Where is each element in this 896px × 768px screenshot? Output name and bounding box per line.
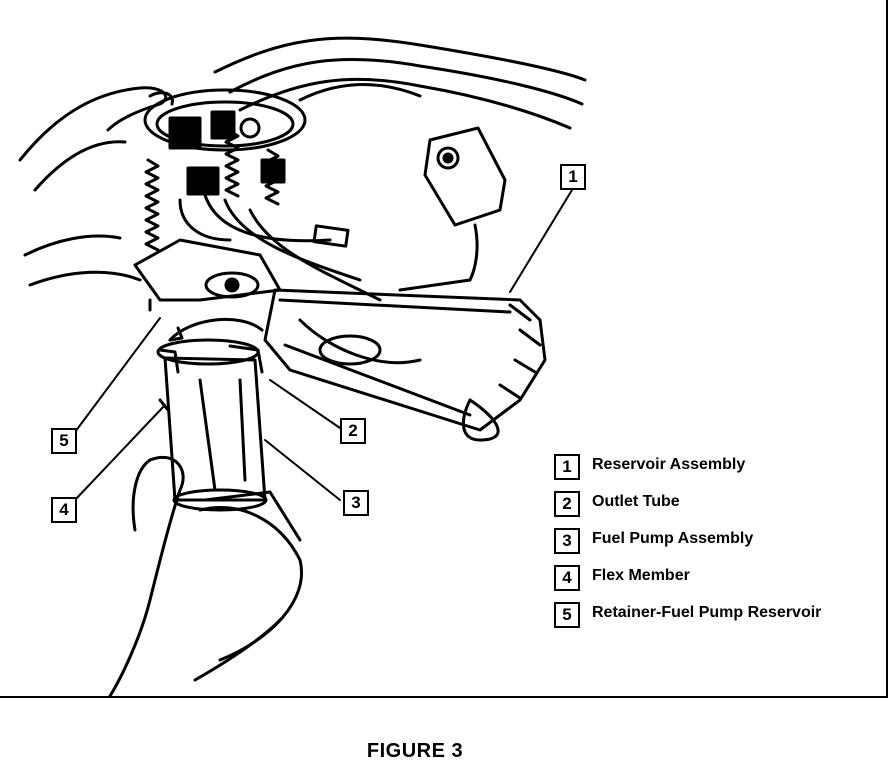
- fuel-lines: [213, 36, 587, 130]
- legend-label: Fuel Pump Assembly: [592, 530, 754, 547]
- figure-frame: [0, 0, 888, 698]
- leader-lines: [74, 189, 573, 501]
- legend-number: 5: [554, 602, 580, 628]
- legend-label: Retainer-Fuel Pump Reservoir: [592, 604, 822, 621]
- legend-item: 1 Reservoir Assembly: [554, 454, 874, 491]
- fuel-pump-illustration: [18, 36, 587, 696]
- legend-number: 4: [554, 565, 580, 591]
- legend: 1 Reservoir Assembly 2 Outlet Tube 3 Fue…: [554, 454, 874, 639]
- legend-number: 2: [554, 491, 580, 517]
- legend-item: 2 Outlet Tube: [554, 491, 874, 528]
- figure-caption: FIGURE 3: [366, 740, 464, 762]
- wire-connector: [312, 224, 350, 248]
- sender-flange: [143, 88, 307, 152]
- legend-item: 3 Fuel Pump Assembly: [554, 528, 874, 565]
- reservoir-assembly: [263, 288, 547, 442]
- callout-1: 1: [560, 164, 586, 190]
- callout-2: 2: [340, 418, 366, 444]
- legend-label: Outlet Tube: [592, 493, 680, 510]
- callout-5: 5: [51, 428, 77, 454]
- callout-3: 3: [343, 490, 369, 516]
- legend-label: Flex Member: [592, 567, 690, 584]
- legend-label: Reservoir Assembly: [592, 456, 746, 473]
- legend-number: 3: [554, 528, 580, 554]
- legend-item: 5 Retainer-Fuel Pump Reservoir: [554, 602, 874, 639]
- legend-item: 4 Flex Member: [554, 565, 874, 602]
- sender-springs: [144, 128, 382, 302]
- legend-number: 1: [554, 454, 580, 480]
- callout-4: 4: [51, 497, 77, 523]
- bottom-hand: [108, 455, 303, 696]
- fuel-pump-assembly: [158, 344, 268, 512]
- level-sensor: [398, 126, 507, 292]
- left-hand: [18, 86, 174, 287]
